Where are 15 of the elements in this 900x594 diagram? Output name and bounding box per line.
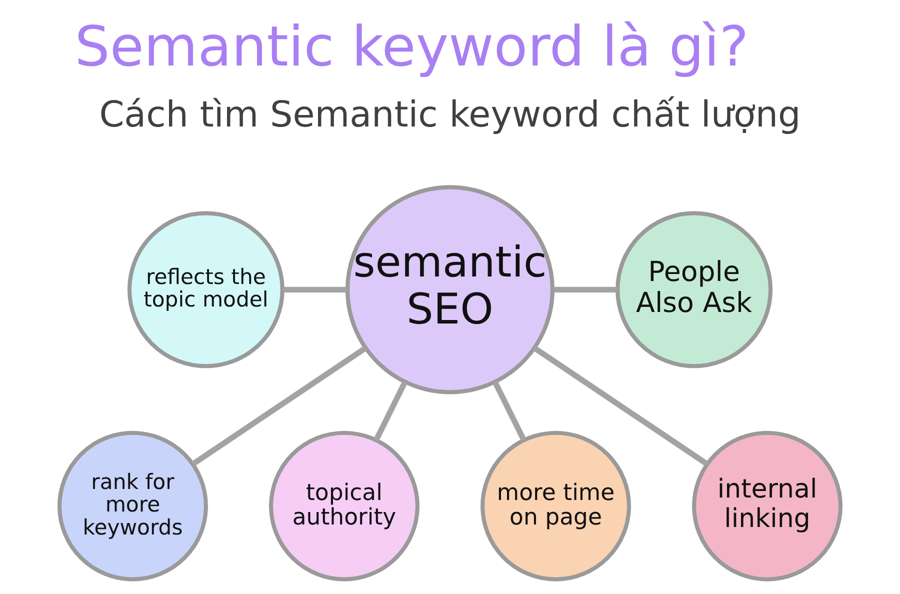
- connector: [191, 346, 367, 466]
- connector: [282, 286, 348, 293]
- node-circle: reflects the topic model: [127, 211, 284, 368]
- connector: [492, 381, 526, 442]
- connector: [374, 381, 408, 442]
- node-circle: rank for more keywords: [57, 430, 208, 582]
- node-circle: more time on page: [480, 430, 631, 582]
- node-circle: People Also Ask: [616, 211, 773, 368]
- node-circle: semantic SEO: [345, 185, 555, 394]
- connector: [552, 286, 618, 293]
- connector: [533, 346, 709, 466]
- diagram-title: Semantic keyword là gì?: [74, 15, 749, 80]
- node-circle: internal linking: [692, 430, 843, 582]
- label: Cách tìm Semantic keyword chất lượng: [99, 94, 801, 136]
- node-circle: topical authority: [268, 430, 420, 582]
